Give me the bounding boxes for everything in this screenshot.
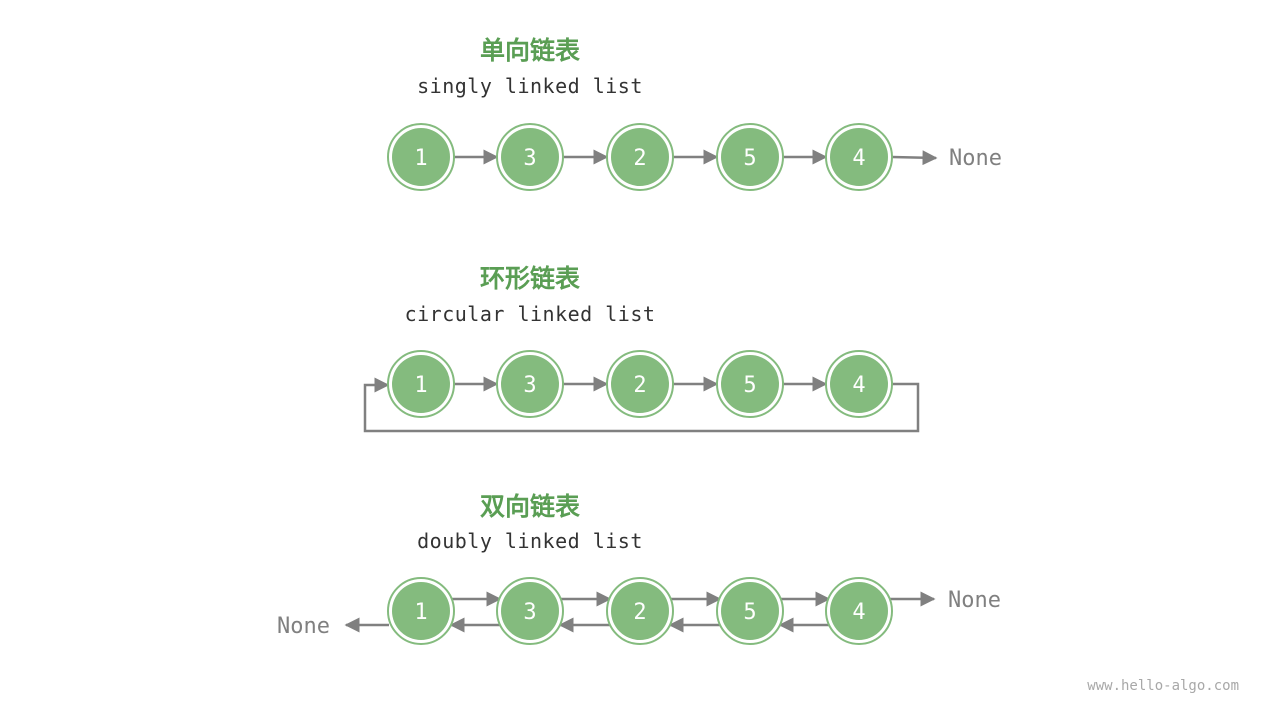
doubly-edges xyxy=(344,591,936,633)
doubly-node: 3 xyxy=(496,577,564,645)
singly-node: 4 xyxy=(825,123,893,191)
circular-node: 5 xyxy=(716,350,784,418)
singly-node-label: 1 xyxy=(414,146,427,171)
singly-node: 3 xyxy=(496,123,564,191)
circular-title-en: circular linked list xyxy=(405,302,656,326)
doubly-node-label: 4 xyxy=(852,600,865,625)
doubly-node: 1 xyxy=(387,577,455,645)
doubly-node-label: 3 xyxy=(523,600,536,625)
doubly-title-en: doubly linked list xyxy=(417,529,643,553)
circular-node: 1 xyxy=(387,350,455,418)
singly-title-en: singly linked list xyxy=(417,74,643,98)
doubly-node: 4 xyxy=(825,577,893,645)
singly-none-right: None xyxy=(949,146,1002,171)
singly-node-label: 3 xyxy=(523,146,536,171)
circular-node-label: 1 xyxy=(414,373,427,398)
circular-node: 3 xyxy=(496,350,564,418)
doubly-none-left: None xyxy=(277,614,330,639)
circular-node: 4 xyxy=(825,350,893,418)
circular-linked-list: 环形链表 circular linked list 1 3 2 5 4 xyxy=(363,264,920,433)
circular-title-cn: 环形链表 xyxy=(480,264,581,293)
circular-node-label: 2 xyxy=(633,373,646,398)
circular-node: 2 xyxy=(606,350,674,418)
circular-nodes: 1 3 2 5 4 xyxy=(387,350,893,418)
doubly-linked-list: 双向链表 doubly linked list 1 3 2 5 4 None None xyxy=(277,492,1001,645)
doubly-node-label: 5 xyxy=(743,600,756,625)
doubly-title-cn: 双向链表 xyxy=(480,492,581,521)
singly-node: 1 xyxy=(387,123,455,191)
circular-node-label: 3 xyxy=(523,373,536,398)
doubly-nodes: 1 3 2 5 4 xyxy=(387,577,893,645)
singly-node-label: 4 xyxy=(852,146,865,171)
singly-node-label: 2 xyxy=(633,146,646,171)
circular-node-label: 5 xyxy=(743,373,756,398)
singly-edges xyxy=(454,149,938,166)
circular-loop-arrow xyxy=(363,377,920,433)
singly-title-cn: 单向链表 xyxy=(480,36,581,65)
doubly-none-right: None xyxy=(948,588,1001,613)
singly-node: 2 xyxy=(606,123,674,191)
singly-node: 5 xyxy=(716,123,784,191)
singly-nodes: 1 3 2 5 4 xyxy=(387,123,893,191)
circular-node-label: 4 xyxy=(852,373,865,398)
doubly-node-label: 1 xyxy=(414,600,427,625)
singly-node-label: 5 xyxy=(743,146,756,171)
doubly-node: 2 xyxy=(606,577,674,645)
doubly-node: 5 xyxy=(716,577,784,645)
circular-edges xyxy=(363,376,920,433)
singly-linked-list: 单向链表 singly linked list 1 3 2 5 4 None xyxy=(387,36,1002,191)
doubly-node-label: 2 xyxy=(633,600,646,625)
watermark: www.hello-algo.com xyxy=(1087,678,1239,694)
singly-tail-arrow xyxy=(891,150,938,166)
